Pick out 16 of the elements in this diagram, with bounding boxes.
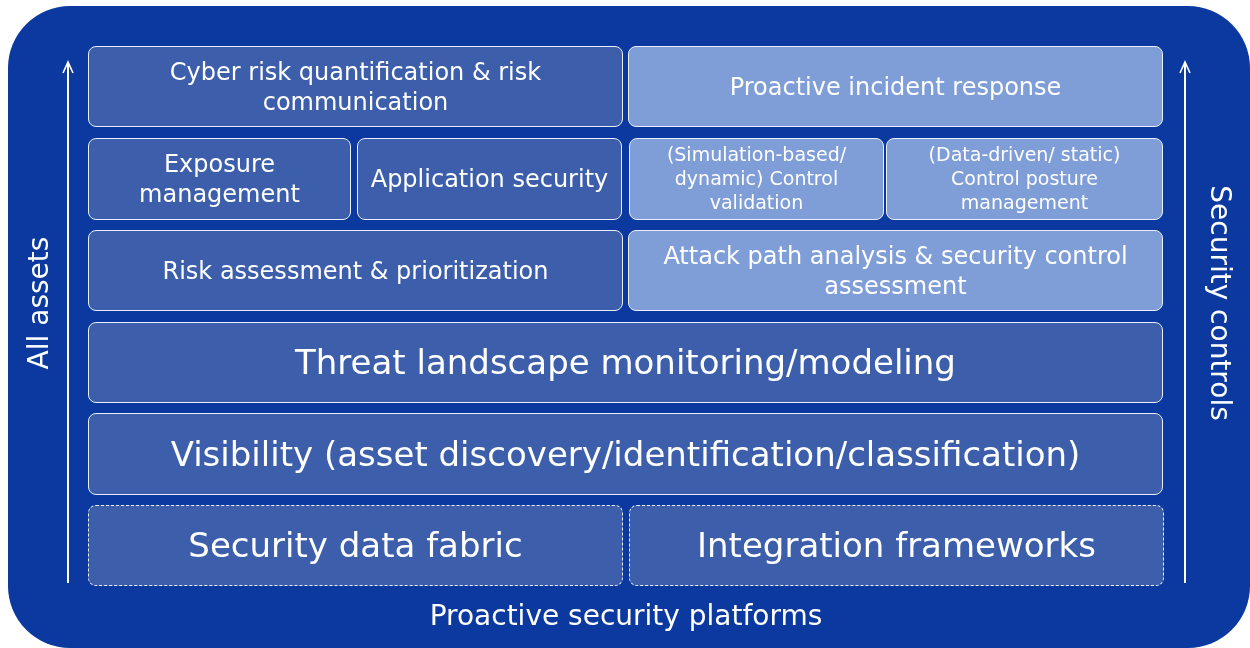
axis-label: Security controls	[1203, 185, 1237, 421]
layer-box: Integration frameworks	[629, 505, 1164, 586]
platform-title: Proactive security platforms	[428, 599, 824, 632]
layer-box: Attack path analysis & security control assessment	[628, 230, 1163, 311]
layer-box: Threat landscape monitoring/modeling	[88, 322, 1163, 403]
platform-panel	[8, 6, 1250, 648]
layer-box: Proactive incident response	[628, 46, 1163, 127]
layer-box: Visibility (asset discovery/identification/classification)	[88, 413, 1163, 495]
layer-box: Exposure management	[88, 138, 351, 220]
layer-box: Security data fabric	[88, 505, 623, 586]
layer-box: Risk assessment & prioritization	[88, 230, 623, 311]
axis-label: All assets	[21, 236, 55, 370]
layer-box: Application security	[357, 138, 622, 220]
layer-box: (Simulation-based/ dynamic) Control validation	[629, 138, 884, 220]
layer-box: Cyber risk quantification & risk communication	[88, 46, 623, 127]
layer-box: (Data-driven/ static) Control posture management	[886, 138, 1163, 220]
